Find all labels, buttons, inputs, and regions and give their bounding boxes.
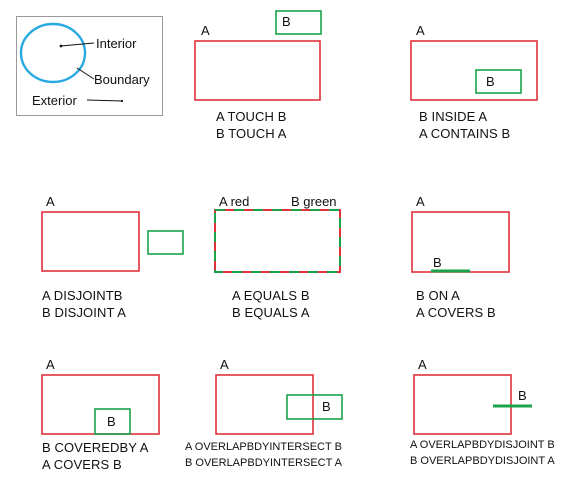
overlap-intersect-a-label: A	[220, 357, 229, 372]
legend-frame	[16, 16, 163, 116]
legend-circle	[19, 22, 87, 84]
coveredby-caption-line-2: A COVERS B	[42, 457, 122, 472]
inside-caption-line-2: A CONTAINS B	[419, 126, 511, 141]
overlap-disjoint-a-label: A	[418, 357, 427, 372]
exterior-pointer-dot	[120, 99, 124, 103]
overlap-disjoint-caption-line-1: A OVERLAPBDYDISJOINT B	[410, 439, 555, 451]
touch-b-label: B	[282, 14, 291, 29]
equals-caption-line-2: B EQUALS A	[232, 305, 310, 320]
inside-a-label: A	[416, 23, 425, 38]
coveredby-caption-line-1: B COVEREDBY A	[42, 440, 149, 455]
overlap-intersect-caption-line-1: A OVERLAPBDYINTERSECT B	[185, 441, 342, 453]
disjoint-shape-a	[41, 211, 140, 272]
inside-shape-b	[475, 69, 522, 94]
equals-a-label: A red	[219, 194, 250, 209]
touch-shape-b	[275, 10, 322, 35]
touch-a-label: A	[201, 23, 210, 38]
overlap-intersect-b-label: B	[322, 399, 331, 414]
touch-caption-line-2: B TOUCH A	[216, 126, 287, 141]
boundary-pointer	[76, 67, 95, 80]
overlap-disjoint-b-label: B	[518, 388, 527, 403]
overlap-intersect-shape-b	[286, 394, 343, 420]
disjoint-a-label: A	[46, 194, 55, 209]
interior-pointer-dot	[59, 44, 63, 48]
coveredby-shape-a	[41, 374, 160, 435]
on-b-label: B	[433, 255, 442, 270]
on-a-label: A	[416, 194, 425, 209]
equals-shape-b	[214, 209, 341, 273]
coveredby-a-label: A	[46, 357, 55, 372]
on-caption-line-1: B ON A	[416, 288, 460, 303]
overlap-disjoint-caption-line-2: B OVERLAPBDYDISJOINT A	[410, 455, 555, 467]
inside-b-label: B	[486, 74, 495, 89]
overlap-intersect-caption-line-2: B OVERLAPBDYINTERSECT A	[185, 457, 342, 469]
overlap-intersect-shape-a	[215, 374, 314, 435]
legend-boundary-label: Boundary	[94, 72, 150, 87]
inside-caption-line-1: B INSIDE A	[419, 109, 488, 124]
disjoint-caption-line-2: B DISJOINT A	[42, 305, 127, 320]
disjoint-caption-line-1: A DISJOINTB	[42, 288, 123, 303]
coveredby-shape-b	[94, 408, 131, 435]
equals-b-label: B green	[291, 194, 337, 209]
legend-interior-label: Interior	[96, 36, 137, 51]
interior-pointer	[60, 42, 95, 47]
equals-caption-line-1: A EQUALS B	[232, 288, 310, 303]
inside-shape-a	[410, 40, 538, 101]
exterior-pointer	[86, 99, 123, 102]
coveredby-b-label: B	[107, 414, 116, 429]
legend-exterior-label: Exterior	[32, 93, 77, 108]
touch-caption-line-1: A TOUCH B	[216, 109, 287, 124]
touch-shape-a	[194, 40, 321, 101]
on-caption-line-2: A COVERS B	[416, 305, 496, 320]
disjoint-shape-b	[147, 230, 184, 255]
on-shape-a	[411, 211, 510, 273]
equals-shape-a	[214, 209, 341, 273]
